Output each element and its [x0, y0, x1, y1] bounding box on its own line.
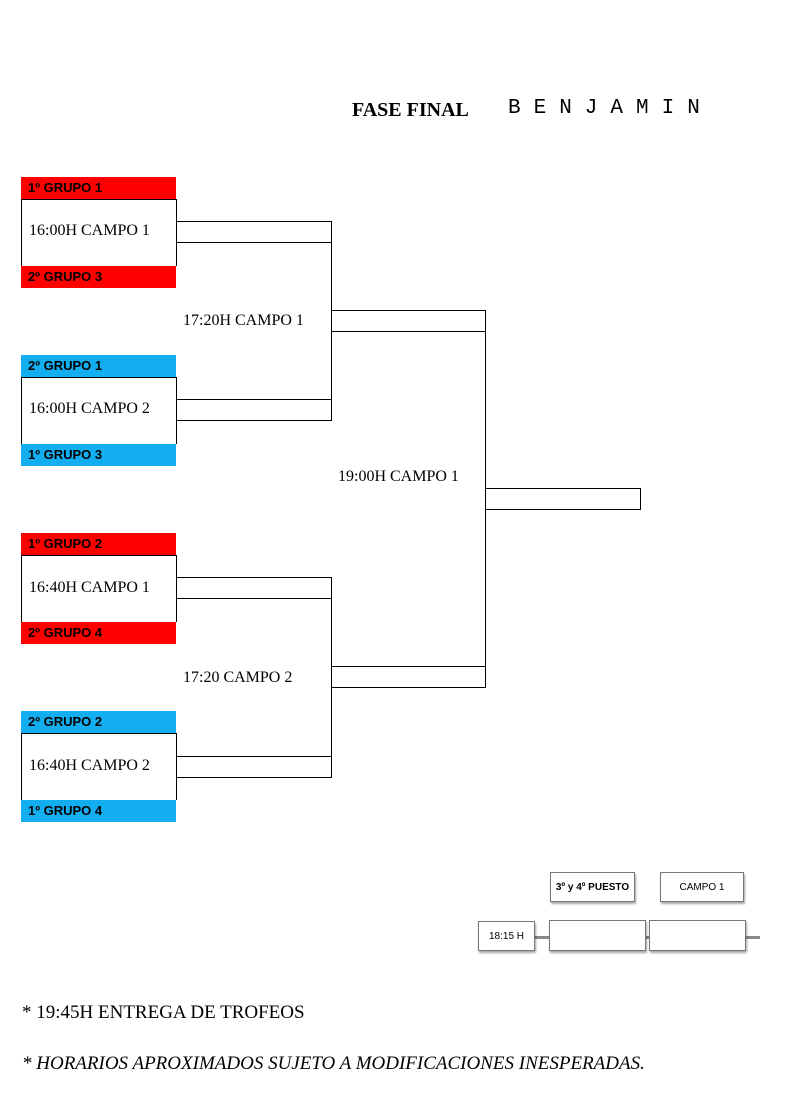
trophy-note: * 19:45H ENTREGA DE TROFEOS	[22, 1002, 305, 1023]
semifinal-result-box	[331, 310, 486, 332]
bracket-connector	[21, 199, 22, 266]
match-time-label: 16:00H CAMPO 2	[29, 400, 150, 417]
team-slot: 1º GRUPO 4	[21, 800, 176, 822]
match-time-label: 16:40H CAMPO 2	[29, 757, 150, 774]
bracket-connector	[21, 555, 22, 622]
semifinal-time-label: 17:20H CAMPO 1	[183, 312, 304, 329]
team-slot: 2º GRUPO 2	[21, 711, 176, 733]
bracket-connector	[21, 199, 176, 200]
page-title: FASE FINAL	[352, 99, 469, 121]
match-result-box	[176, 577, 332, 599]
third-place-team-box	[549, 920, 646, 951]
semifinal-time-label: 17:20 CAMPO 2	[183, 669, 293, 686]
bracket-connector	[21, 377, 176, 378]
third-place-time-box: 18:15 H	[478, 921, 535, 951]
schedule-disclaimer: * HORARIOS APROXIMADOS SUJETO A MODIFICA…	[22, 1053, 645, 1074]
team-slot: 1º GRUPO 3	[21, 444, 176, 466]
bracket-connector	[21, 733, 22, 800]
team-slot: 2º GRUPO 1	[21, 355, 176, 377]
third-place-team-box	[649, 920, 746, 951]
team-slot: 1º GRUPO 1	[21, 177, 176, 199]
final-time-label: 19:00H CAMPO 1	[338, 468, 459, 485]
third-place-title-box: 3º y 4º PUESTO	[550, 872, 635, 902]
third-place-connector	[534, 936, 760, 939]
bracket-connector	[21, 555, 176, 556]
team-slot: 2º GRUPO 3	[21, 266, 176, 288]
match-time-label: 16:40H CAMPO 1	[29, 579, 150, 596]
third-place-field-box: CAMPO 1	[660, 872, 744, 902]
team-slot: 1º GRUPO 2	[21, 533, 176, 555]
team-slot: 2º GRUPO 4	[21, 622, 176, 644]
bracket-connector	[21, 733, 176, 734]
match-time-label: 16:00H CAMPO 1	[29, 222, 150, 239]
final-result-box	[485, 488, 641, 510]
semifinal-result-box	[331, 666, 486, 688]
match-result-box	[176, 756, 332, 778]
bracket-connector	[21, 377, 22, 444]
match-result-box	[176, 221, 332, 243]
match-result-box	[176, 399, 332, 421]
category-title: BENJAMIN	[508, 97, 713, 120]
